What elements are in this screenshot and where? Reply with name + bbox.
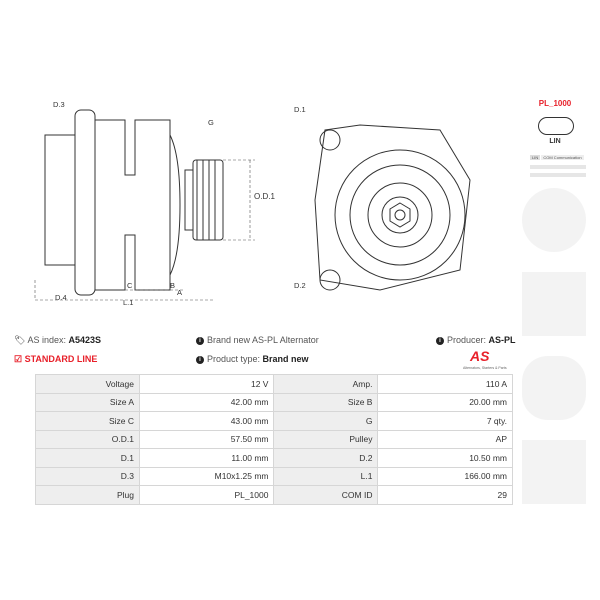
plug-pin-label: LIN <box>549 138 561 145</box>
as-index: 🏷 AS index: A5423S <box>14 335 102 345</box>
spec-label: COM ID <box>273 485 379 505</box>
spec-value: 110 A <box>377 374 513 394</box>
legend-value: COM Communication <box>541 155 584 160</box>
tags-icon: 🏷 <box>14 335 26 345</box>
spec-value: 57.50 mm <box>138 429 275 449</box>
spec-value: 7 qty. <box>377 411 513 431</box>
checkbox-icon: ☑ <box>14 354 23 364</box>
spec-label: Size B <box>273 392 379 412</box>
spec-label: D.3 <box>35 466 140 486</box>
label-d3: D.3 <box>53 100 65 109</box>
label-g: G <box>208 118 214 127</box>
product-photo-front[interactable] <box>522 188 586 252</box>
product-photo-side[interactable] <box>522 272 586 336</box>
spec-value: 11.00 mm <box>138 448 275 468</box>
spec-label: G <box>273 411 379 431</box>
spec-value: PL_1000 <box>138 485 275 505</box>
info-icon: i <box>436 336 444 345</box>
spec-label: D.2 <box>273 448 379 468</box>
info-icon: i <box>196 336 204 345</box>
spec-label: Size C <box>35 411 140 431</box>
plug-shape-icon <box>538 117 574 135</box>
spec-value: 10.50 mm <box>377 448 513 468</box>
spec-label: Amp. <box>273 374 379 394</box>
spec-label: L.1 <box>273 466 379 486</box>
spec-value: 42.00 mm <box>138 392 275 412</box>
spec-value: M10x1.25 mm <box>138 466 275 486</box>
plug-code: PL_1000 <box>538 99 572 108</box>
spec-label: O.D.1 <box>35 429 140 449</box>
spec-value: 12 V <box>138 374 275 394</box>
spec-value: 20.00 mm <box>377 392 513 412</box>
product-photo-back[interactable] <box>522 356 586 420</box>
label-c: C <box>127 281 133 290</box>
front-view-drawing: D.1 D.2 <box>294 105 471 291</box>
spec-value: 29 <box>377 485 513 505</box>
label-b: B <box>170 281 175 290</box>
label-l1: L.1 <box>123 298 133 307</box>
label-d4: D.4 <box>55 293 67 302</box>
spec-label: Pulley <box>273 429 379 449</box>
spec-value: AP <box>377 429 513 449</box>
side-view-drawing: D.3 G O.D.1 D.4 C B A L.1 <box>34 100 280 307</box>
label-d1: D.1 <box>294 105 306 114</box>
standard-line: ☑ STANDARD LINE <box>14 354 98 364</box>
label-a: A <box>177 288 182 297</box>
info-icon: i <box>196 355 204 364</box>
spec-value: 43.00 mm <box>138 411 275 431</box>
label-d2: D.2 <box>294 281 306 290</box>
product-photo-angle[interactable] <box>522 440 586 504</box>
spec-label: Voltage <box>35 374 140 394</box>
as-logo-tagline: Alternators, Starters & Parts <box>463 366 507 370</box>
spec-label: Plug <box>35 485 140 505</box>
label-od1: O.D.1 <box>254 192 275 201</box>
spec-label: Size A <box>35 392 140 412</box>
spec-value: 166.00 mm <box>377 466 513 486</box>
spec-label: D.1 <box>35 448 140 468</box>
legend-key: LIN <box>530 155 541 160</box>
as-logo: AS <box>470 348 490 364</box>
